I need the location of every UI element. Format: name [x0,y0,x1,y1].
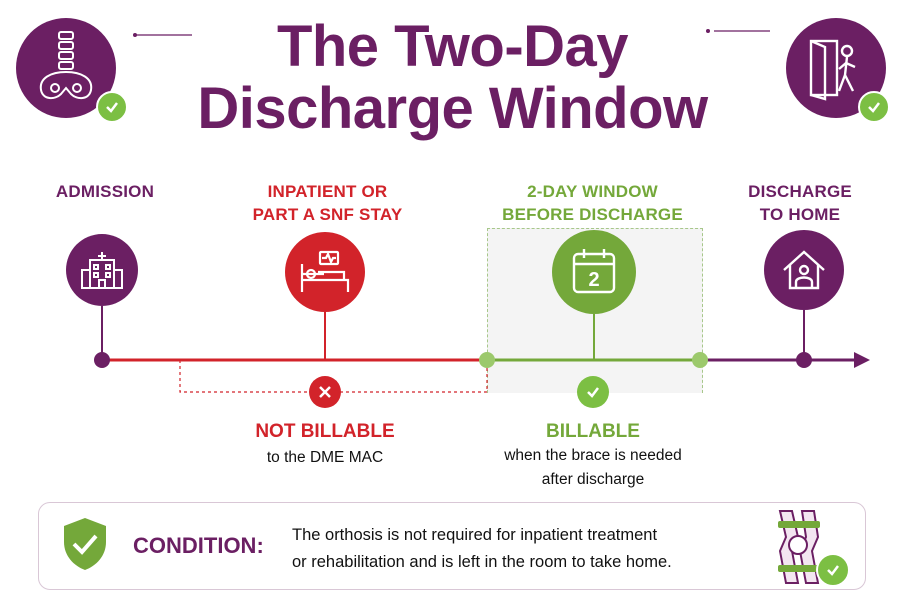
decor-dash-left [133,33,192,37]
check-icon [577,376,609,408]
shield-check-icon [60,516,110,577]
home-icon [764,230,844,310]
billable-heading: BILLABLE [546,421,640,442]
check-badge-icon [96,91,128,123]
spine-pelvis-icon [16,18,116,118]
condition-box [38,502,866,590]
hospital-icon [66,234,138,306]
title-line-2: Discharge Window [197,76,708,141]
decor-dash-right [706,29,770,33]
calendar-icon: 2 [552,230,636,314]
condition-text: The orthosis is not required for inpatie… [292,526,672,571]
not-billable-text: to the DME MAC [266,449,384,466]
title-line-1: The Two-Day [276,14,629,79]
x-icon [309,376,341,408]
calendar-number: 2 [588,269,599,291]
stage-admission-label: ADMISSION [55,182,155,201]
knee-brace-icon [770,507,830,592]
check-badge-icon [858,91,890,123]
condition-label: CONDITION: [133,533,264,558]
not-billable-heading: NOT BILLABLE [255,421,395,442]
hospital-bed-icon [285,232,365,312]
check-badge-icon [816,553,850,587]
